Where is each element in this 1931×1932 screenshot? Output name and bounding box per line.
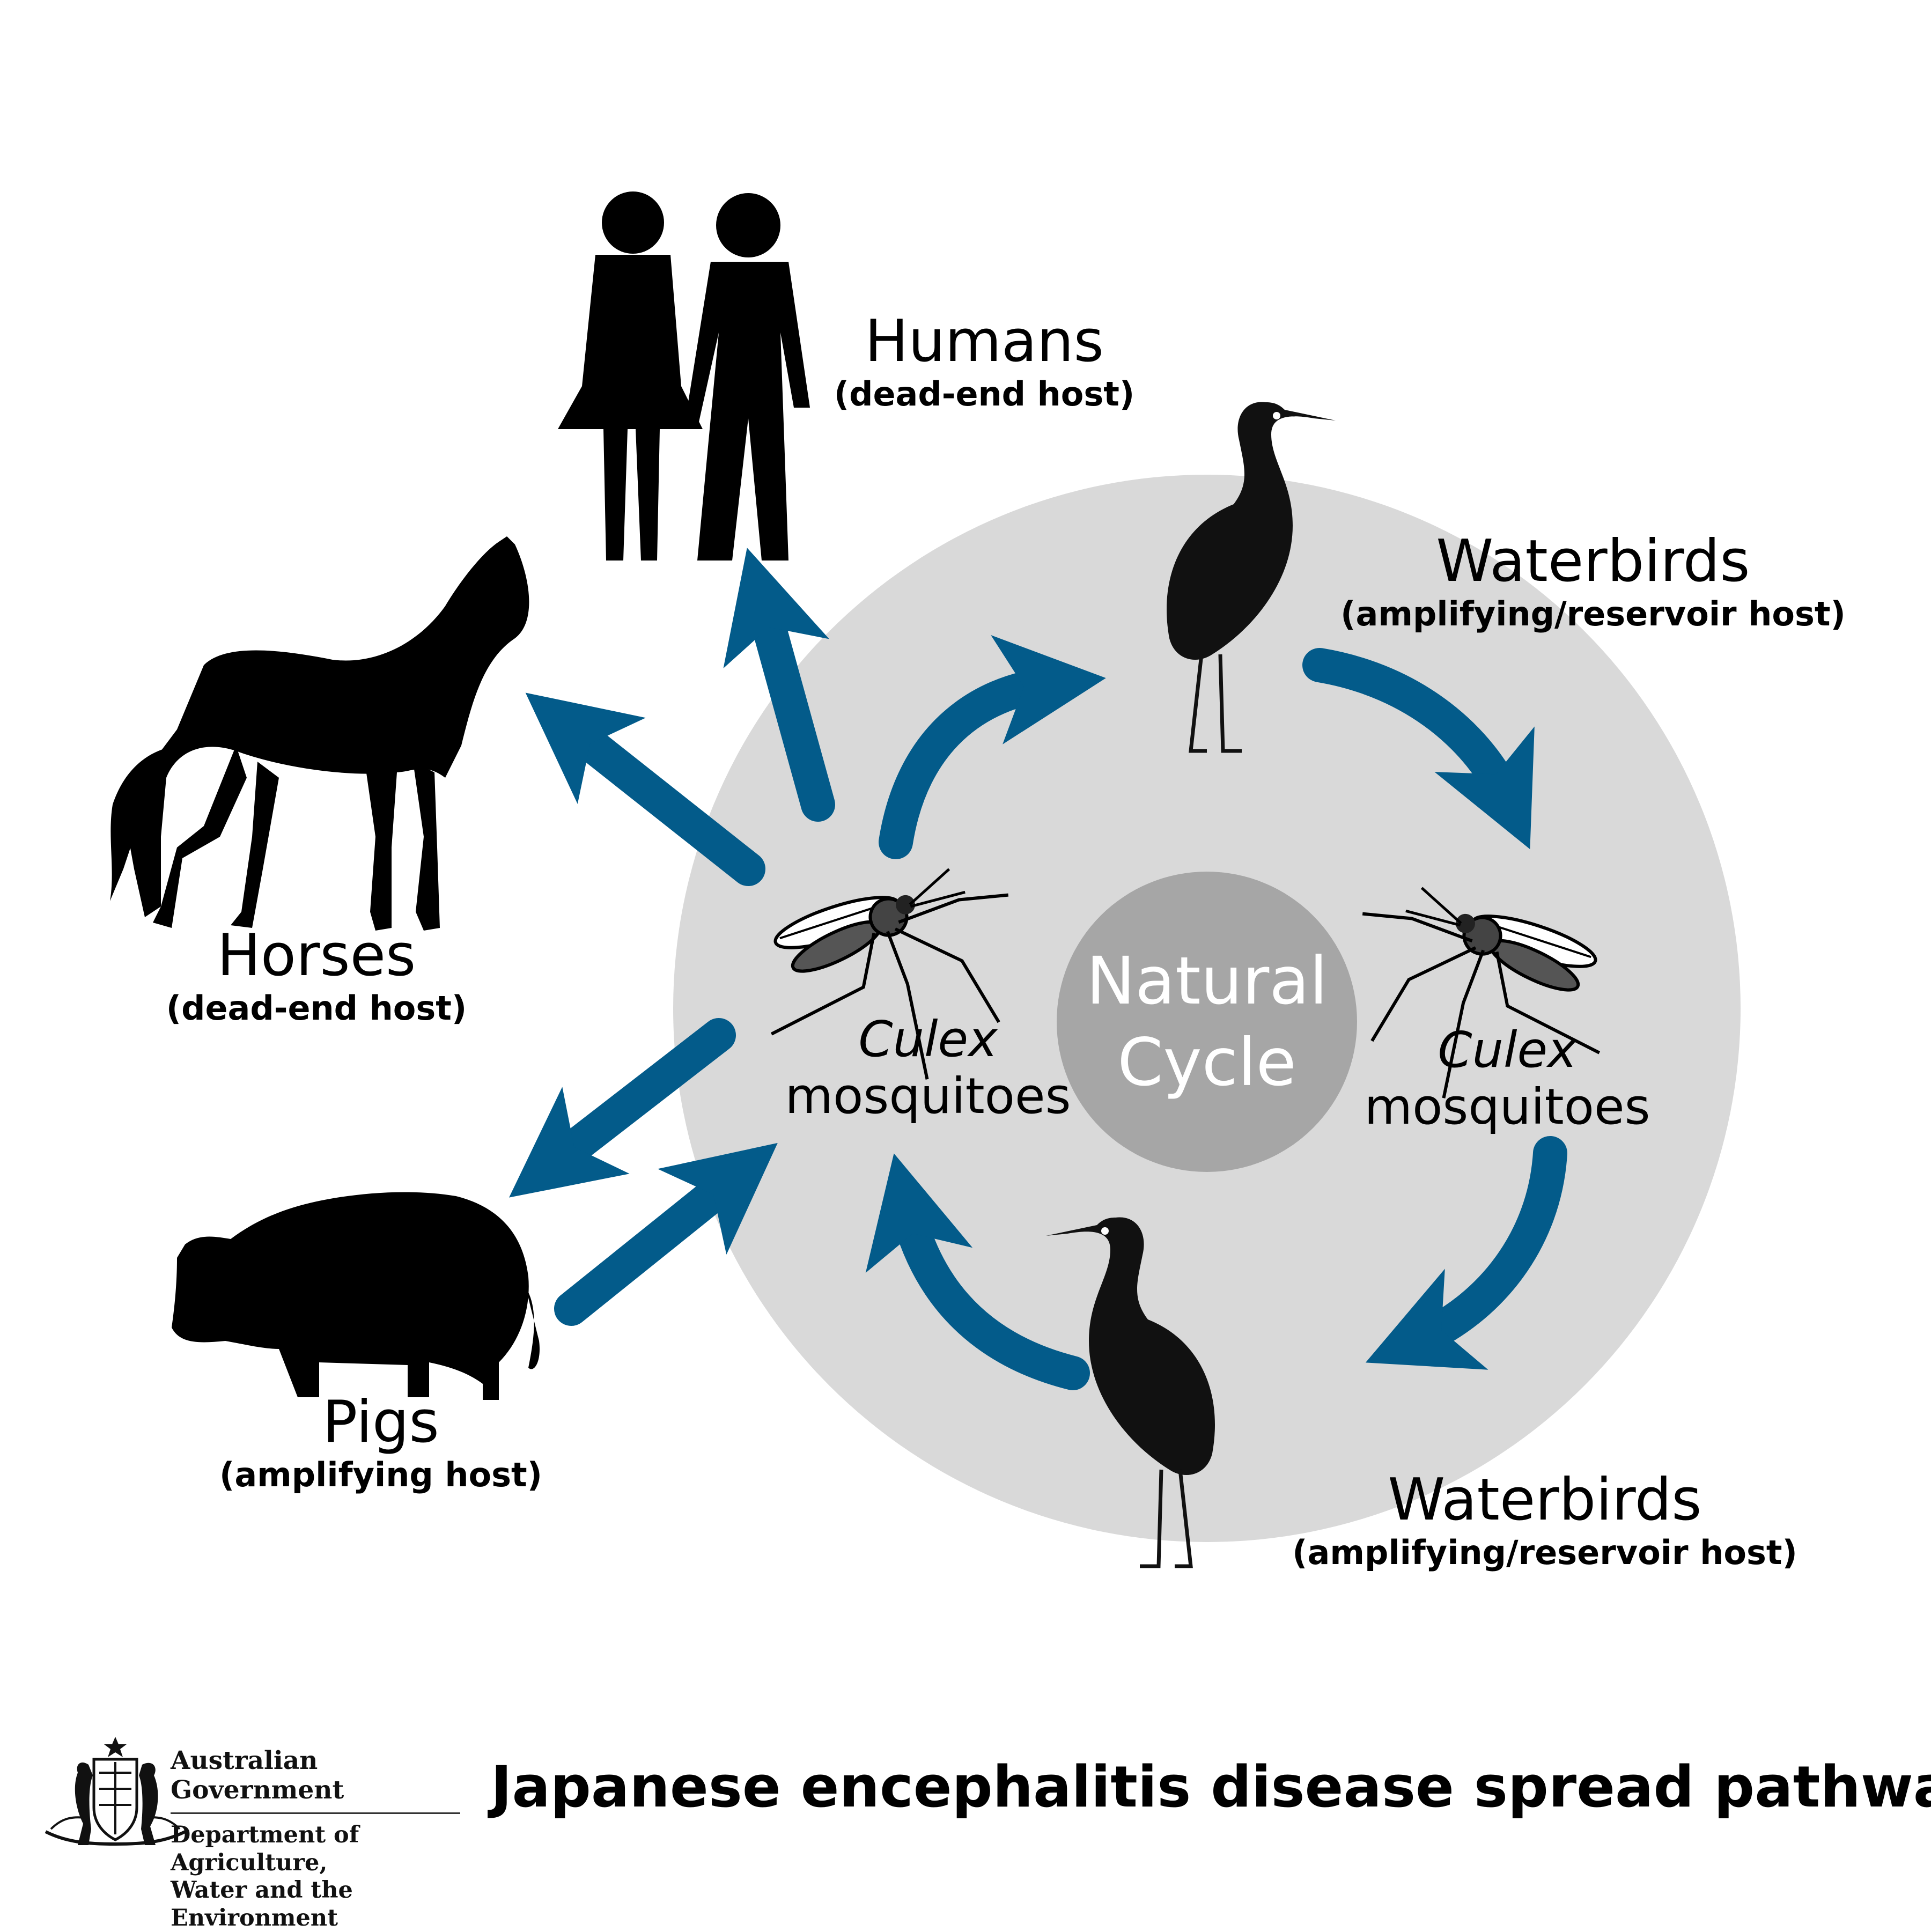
department-name: Department of Agriculture, Water and the… [171, 1822, 359, 1931]
pig-icon [172, 1192, 540, 1400]
horse-icon [110, 536, 529, 931]
waterbirds-bottom-role: (amplifying/reservoir host) [1292, 1533, 1797, 1573]
mosquito-left-label: Culex mosquitoes [767, 1011, 1089, 1125]
coat-of-arms-icon [45, 1737, 186, 1846]
mosquito-left-common: mosquitoes [785, 1067, 1071, 1125]
humans-icon [558, 191, 810, 561]
arrow-heron-bottom-to-mosquito-left [865, 1153, 1090, 1390]
natural-cycle-line1: Natural [1086, 942, 1328, 1019]
arrows [509, 548, 1567, 1390]
horses-name: Horses [217, 922, 416, 989]
waterbirds-bottom-name: Waterbirds [1388, 1466, 1702, 1533]
arrow-mosquito-to-horses [525, 692, 765, 886]
mosquito-right-label: Culex mosquitoes [1346, 1022, 1668, 1135]
government-branding: Australian Government Department of Agri… [171, 1746, 460, 1932]
waterbirds-top-name: Waterbirds [1436, 528, 1750, 595]
horses-label: Horses (dead-end host) [156, 922, 477, 1028]
humans-label: Humans (dead-end host) [815, 308, 1153, 413]
pigs-label: Pigs (amplifying host) [193, 1389, 569, 1494]
waterbirds-bottom-label: Waterbirds (amplifying/reservoir host) [1250, 1466, 1840, 1573]
page-title: Japanese encephalitis disease spread pat… [491, 1754, 1931, 1820]
pigs-role: (amplifying host) [219, 1455, 543, 1495]
mosquito-right-genus: Culex [1438, 1021, 1577, 1079]
natural-cycle-center: Natural Cycle [1057, 872, 1357, 1172]
arrow-mosquito-right-to-heron-bottom [1365, 1136, 1567, 1370]
humans-role: (dead-end host) [834, 374, 1135, 414]
humans-name: Humans [865, 308, 1104, 375]
arrow-heron-top-to-mosquito-right [1302, 648, 1535, 850]
arrow-mosquito-to-pigs [509, 1018, 736, 1198]
waterbirds-top-label: Waterbirds (amplifying/reservoir host) [1298, 528, 1888, 633]
mosquito-left-genus: Culex [858, 1011, 998, 1068]
horses-role: (dead-end host) [166, 989, 467, 1028]
arrow-mosquito-to-heron-top [879, 635, 1106, 859]
government-name: Australian Government [171, 1746, 460, 1814]
pigs-name: Pigs [322, 1389, 439, 1456]
mosquito-right-common: mosquitoes [1364, 1078, 1650, 1135]
natural-cycle-line2: Cycle [1117, 1024, 1296, 1101]
arrow-pigs-to-mosquito [554, 1142, 778, 1326]
arrow-mosquito-to-humans [723, 548, 835, 822]
waterbirds-top-role: (amplifying/reservoir host) [1340, 594, 1846, 634]
